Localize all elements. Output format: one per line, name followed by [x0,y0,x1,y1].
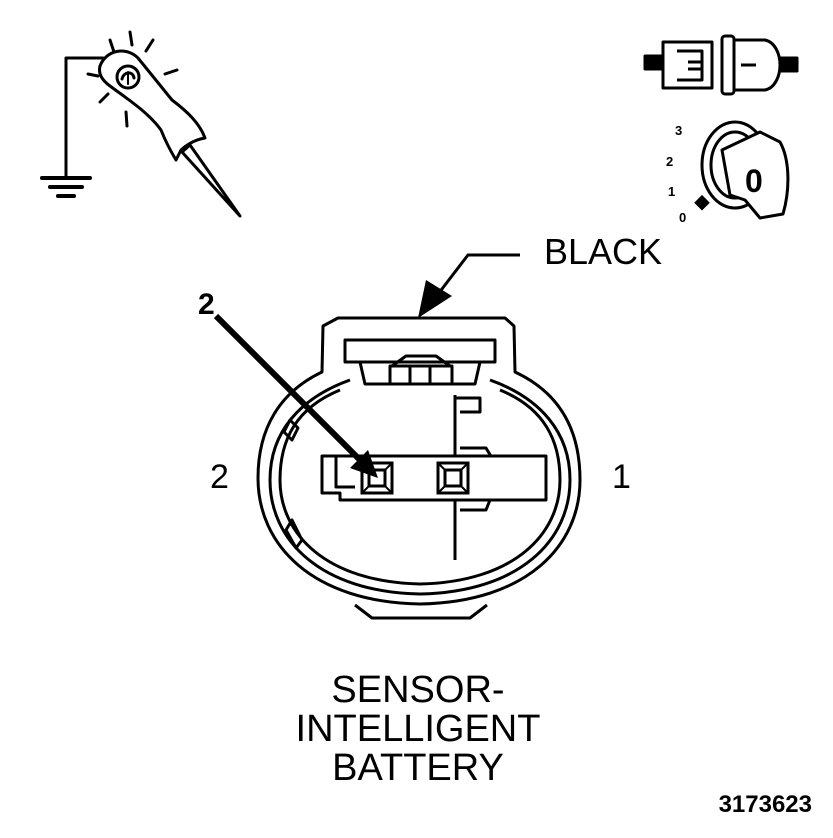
wire-color-leader [418,253,520,318]
pin-callout-number: 2 [198,288,215,321]
title-line-3: BATTERY [332,747,504,789]
ignition-position-0: 0 [679,210,686,225]
ignition-position-1: 1 [668,184,675,199]
ignition-key-off-icon: 3 2 1 0 0 [666,120,790,225]
cavity-number-left: 2 [210,458,229,496]
terminal-cavity-1 [436,461,470,495]
pin-callout-leader [213,313,378,478]
ignition-key-glyph: 0 [745,163,763,199]
ignition-position-2: 2 [666,154,673,169]
terminal-cavity-2 [360,461,394,495]
connector-body [256,316,582,620]
component-title: SENSOR- INTELLIGENT BATTERY [296,669,541,789]
figure-number: 3173623 [719,791,812,818]
cavity-number-right: 1 [612,458,631,496]
connector-disconnected-icon [643,34,799,96]
ignition-position-3: 3 [675,123,682,138]
title-line-2: INTELLIGENT [296,708,541,750]
title-line-1: SENSOR- [331,669,504,711]
wire-color-label: BLACK [544,231,662,272]
test-probe-ground-icon [40,30,242,218]
